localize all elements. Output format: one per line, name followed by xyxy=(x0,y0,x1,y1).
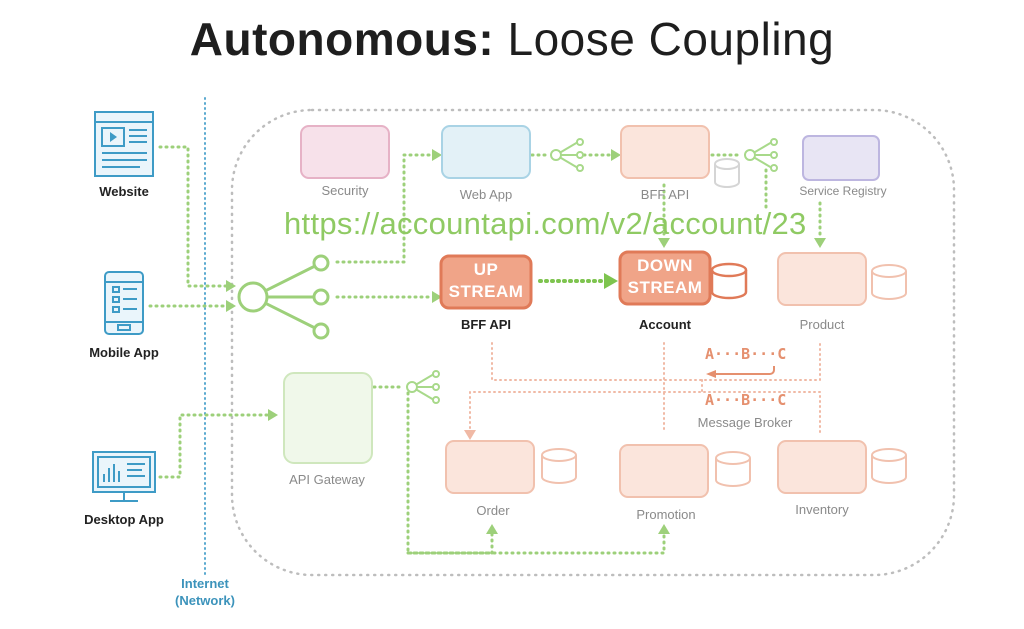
product-label: Product xyxy=(799,317,845,332)
network-line2: (Network) xyxy=(175,593,235,608)
broker-return-arrow xyxy=(714,366,775,375)
broker-row-1: A···B···C xyxy=(705,345,787,363)
website-icon xyxy=(94,111,154,177)
hub-icon xyxy=(237,254,330,340)
web-app-label: Web App xyxy=(459,187,513,202)
upstream-line1: UP xyxy=(473,260,499,279)
fan-icon-bff xyxy=(744,138,778,172)
inventory-box xyxy=(777,440,867,494)
client-connections xyxy=(148,145,822,555)
bff-api-top-box xyxy=(620,125,710,179)
mobile-app-label: Mobile App xyxy=(89,345,159,360)
database-icon-bff xyxy=(714,158,740,188)
website-label: Website xyxy=(99,184,149,199)
security-box xyxy=(300,125,390,179)
upstream-line2: STREAM xyxy=(448,282,524,301)
mobile-app-icon xyxy=(104,271,144,335)
downstream-line1: DOWN xyxy=(637,256,693,275)
message-broker-label: Message Broker xyxy=(697,415,793,430)
internet-network-label: Internet (Network) xyxy=(175,575,235,609)
security-label: Security xyxy=(321,183,369,198)
account-label: Account xyxy=(639,317,691,332)
service-registry-label: Service Registry xyxy=(799,184,887,198)
url-text: https://accountapi.com/v2/account/23 xyxy=(284,206,807,241)
inventory-label: Inventory xyxy=(795,502,849,517)
fan-icon-webapp xyxy=(550,138,584,172)
web-app-box xyxy=(441,125,531,179)
network-line1: Internet xyxy=(181,576,229,591)
database-icon-order xyxy=(541,448,577,484)
arrowheads-green xyxy=(226,149,826,534)
database-icon-inventory xyxy=(871,448,907,484)
message-broker-lines xyxy=(469,342,821,434)
promotion-box xyxy=(619,444,709,498)
page-title: Autonomous: Loose Coupling xyxy=(0,12,1024,66)
product-box xyxy=(777,252,867,306)
database-icon-account xyxy=(710,262,748,300)
fan-icon-gateway xyxy=(406,370,440,404)
downstream-box xyxy=(618,250,712,306)
title-bold: Autonomous: xyxy=(189,13,495,65)
database-icon-product xyxy=(871,264,907,300)
desktop-app-icon xyxy=(92,451,156,502)
system-boundary xyxy=(230,108,956,577)
order-label: Order xyxy=(476,503,510,518)
broker-row-2: A···B···C xyxy=(705,391,787,409)
order-box xyxy=(445,440,535,494)
promotion-label: Promotion xyxy=(636,507,696,522)
title-rest: Loose Coupling xyxy=(507,13,835,65)
arrowheads-salmon xyxy=(464,430,476,440)
database-icon-promotion xyxy=(715,451,751,487)
downstream-line2: STREAM xyxy=(627,278,703,297)
desktop-app-label: Desktop App xyxy=(84,512,164,527)
upstream-box xyxy=(439,254,533,310)
upstream-text: UP STREAM xyxy=(441,259,531,303)
api-gateway-box xyxy=(283,372,373,464)
api-gateway-label: API Gateway xyxy=(289,472,365,487)
service-registry-box xyxy=(802,135,880,181)
bff-api-label: BFF API xyxy=(460,317,512,332)
bff-api-top-label: BFF API xyxy=(640,187,690,202)
downstream-text: DOWN STREAM xyxy=(620,255,710,299)
